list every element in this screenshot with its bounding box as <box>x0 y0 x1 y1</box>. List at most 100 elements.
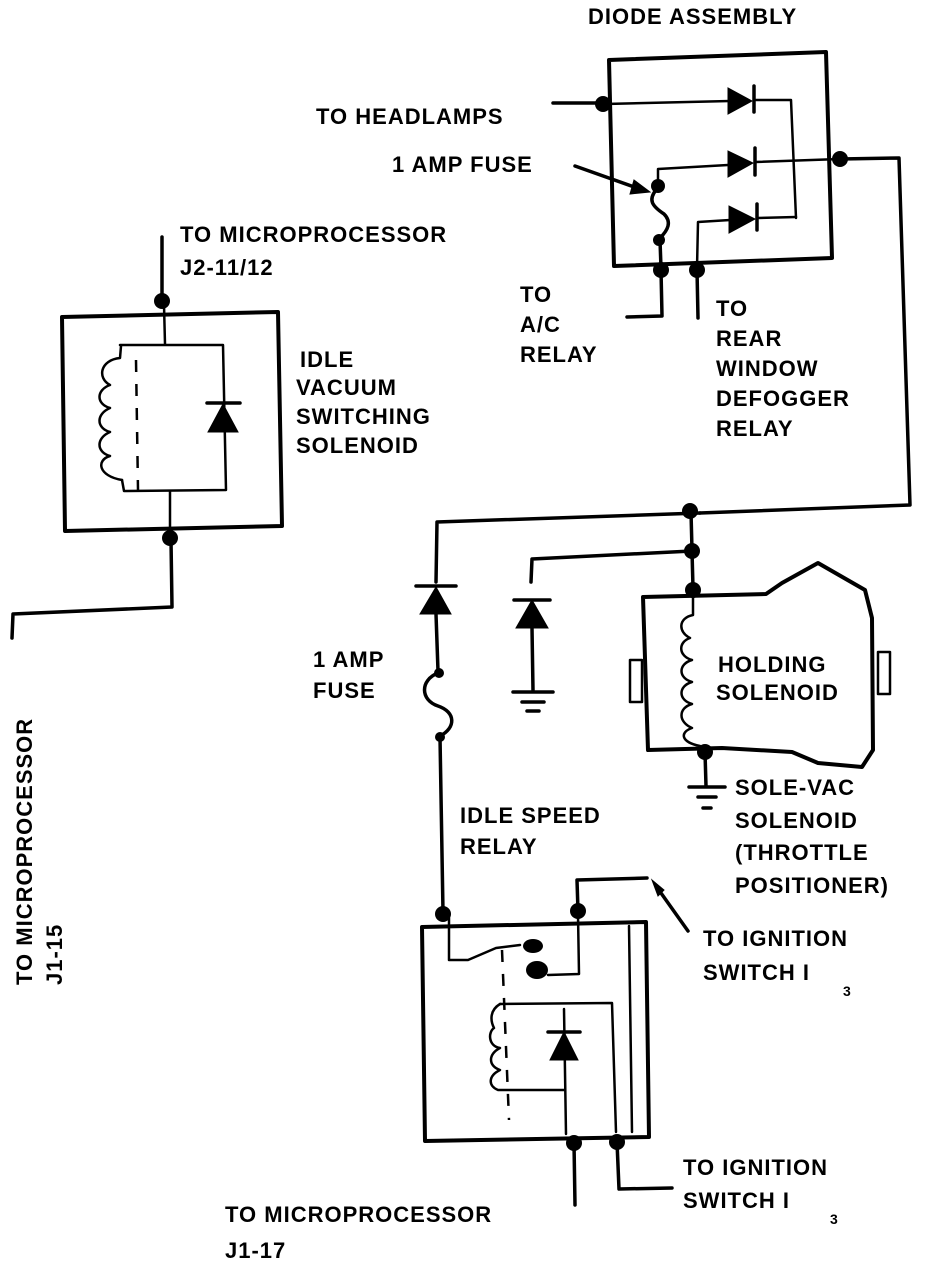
svg-text:SOLENOID: SOLENOID <box>716 680 839 705</box>
core-icon <box>500 949 511 1121</box>
relay-housing <box>420 920 651 1143</box>
svg-text:J1-15: J1-15 <box>42 924 67 985</box>
sole-vac-housing <box>641 561 875 769</box>
svg-text:FUSE: FUSE <box>313 678 376 703</box>
wire <box>627 924 634 1134</box>
j1-15-wire <box>10 538 174 640</box>
holding-circuit <box>414 503 702 914</box>
svg-text:IDLE SPEED: IDLE SPEED <box>460 803 601 828</box>
svg-text:J2-11/12: J2-11/12 <box>180 255 274 280</box>
mount-tab <box>628 658 644 704</box>
idle-vacuum-solenoid-label: IDLE VACUUM SWITCHING SOLENOID <box>296 347 431 458</box>
ground-icon <box>687 785 727 810</box>
to-ac-relay-label: TO A/C RELAY <box>520 282 598 367</box>
wire <box>656 163 730 184</box>
diode-assembly: DIODE ASSEMBLY <box>551 4 912 515</box>
wire <box>695 218 732 270</box>
svg-text:WINDOW: WINDOW <box>716 356 819 381</box>
wire <box>546 913 581 977</box>
svg-text:RELAY: RELAY <box>460 834 538 859</box>
ac-relay-wire <box>625 268 664 319</box>
junction-dot <box>154 293 170 309</box>
wire <box>755 215 798 220</box>
to-rear-window-defogger-label: TO REAR WINDOW DEFOGGER RELAY <box>716 296 849 441</box>
ignition-wire-lower <box>615 1140 674 1191</box>
idle-vacuum-switching-solenoid <box>10 235 284 640</box>
svg-text:A/C: A/C <box>520 312 561 337</box>
svg-text:SOLENOID: SOLENOID <box>735 808 858 833</box>
junction-dot <box>595 96 611 112</box>
svg-text:SWITCH I: SWITCH I <box>703 960 810 985</box>
core-icon <box>134 359 140 491</box>
wire <box>434 612 440 673</box>
svg-text:TO MICROPROCESSOR: TO MICROPROCESSOR <box>180 222 447 247</box>
wire <box>530 626 535 692</box>
diode-icon <box>549 1030 579 1061</box>
diode-icon <box>728 205 757 234</box>
sole-vac-label: SOLE-VAC SOLENOID (THROTTLE POSITIONER) <box>735 775 889 898</box>
svg-text:TO MICROPROCESSOR: TO MICROPROCESSOR <box>225 1202 492 1227</box>
junction-dot <box>162 530 178 546</box>
wire <box>690 549 695 590</box>
wire <box>603 99 732 106</box>
diode-icon <box>515 598 549 629</box>
solenoid-housing <box>60 310 284 533</box>
to-microprocessor-j2-label: TO MICROPROCESSOR J2-11/12 <box>180 222 447 280</box>
wire <box>703 750 708 788</box>
coil-icon <box>98 344 124 482</box>
fuse-icon <box>422 671 454 738</box>
ignition-wire-upper <box>575 876 649 913</box>
diode-icon <box>419 585 452 615</box>
svg-text:REAR: REAR <box>716 326 782 351</box>
svg-text:1 AMP: 1 AMP <box>313 647 384 672</box>
coil-icon <box>488 1002 566 1092</box>
svg-text:RELAY: RELAY <box>520 342 598 367</box>
svg-text:HOLDING: HOLDING <box>718 652 826 677</box>
fuse-icon <box>650 188 671 240</box>
ground-icon <box>511 690 555 713</box>
holding-solenoid <box>628 561 892 810</box>
coil-icon <box>680 596 704 754</box>
svg-text:SOLE-VAC: SOLE-VAC <box>735 775 855 800</box>
relay-contact <box>526 961 548 979</box>
fuse-pointer <box>573 164 642 191</box>
wire <box>752 98 798 220</box>
fuse-terminal <box>651 179 665 193</box>
svg-text:VACUUM: VACUUM <box>296 375 397 400</box>
to-headlamps-label: TO HEADLAMPS <box>316 104 504 129</box>
diode-assembly-housing <box>607 50 834 268</box>
svg-text:3: 3 <box>843 983 852 999</box>
diode-icon <box>207 402 239 433</box>
holding-solenoid-label: HOLDING SOLENOID <box>716 652 839 705</box>
svg-text:TO MICROPROCESSOR: TO MICROPROCESSOR <box>12 718 37 985</box>
ignition-pointer <box>654 884 690 933</box>
wire <box>118 343 228 493</box>
svg-text:IDLE: IDLE <box>300 347 354 372</box>
wire <box>753 157 842 164</box>
svg-text:POSITIONER): POSITIONER) <box>735 873 889 898</box>
svg-text:SWITCH I: SWITCH I <box>683 1188 790 1213</box>
svg-text:SOLENOID: SOLENOID <box>296 433 419 458</box>
j1-17-wire <box>572 1141 577 1207</box>
svg-text:TO IGNITION: TO IGNITION <box>703 926 848 951</box>
arrowhead-icon <box>650 878 665 897</box>
idle-speed-relay <box>420 876 690 1207</box>
output-wire <box>698 156 912 515</box>
wire <box>498 1001 618 1134</box>
relay-contact <box>523 939 543 953</box>
fuse-label-mid: 1 AMP FUSE <box>313 647 384 703</box>
to-microprocessor-j1-17-label: TO MICROPROCESSOR J1-17 <box>225 1202 492 1263</box>
svg-text:TO: TO <box>716 296 748 321</box>
to-ignition-switch-lower-label: TO IGNITION SWITCH I 3 <box>683 1155 839 1227</box>
to-microprocessor-j1-15-label: TO MICROPROCESSOR J1-15 <box>12 718 67 985</box>
idle-speed-relay-label: IDLE SPEED RELAY <box>460 803 601 859</box>
svg-text:TO: TO <box>520 282 552 307</box>
svg-text:J1-17: J1-17 <box>225 1238 286 1263</box>
relay-switch-arm <box>447 916 522 962</box>
diode-icon <box>727 87 754 115</box>
diode-icon <box>727 150 755 178</box>
wire <box>162 303 167 346</box>
svg-text:3: 3 <box>830 1211 839 1227</box>
svg-text:SWITCHING: SWITCHING <box>296 404 431 429</box>
